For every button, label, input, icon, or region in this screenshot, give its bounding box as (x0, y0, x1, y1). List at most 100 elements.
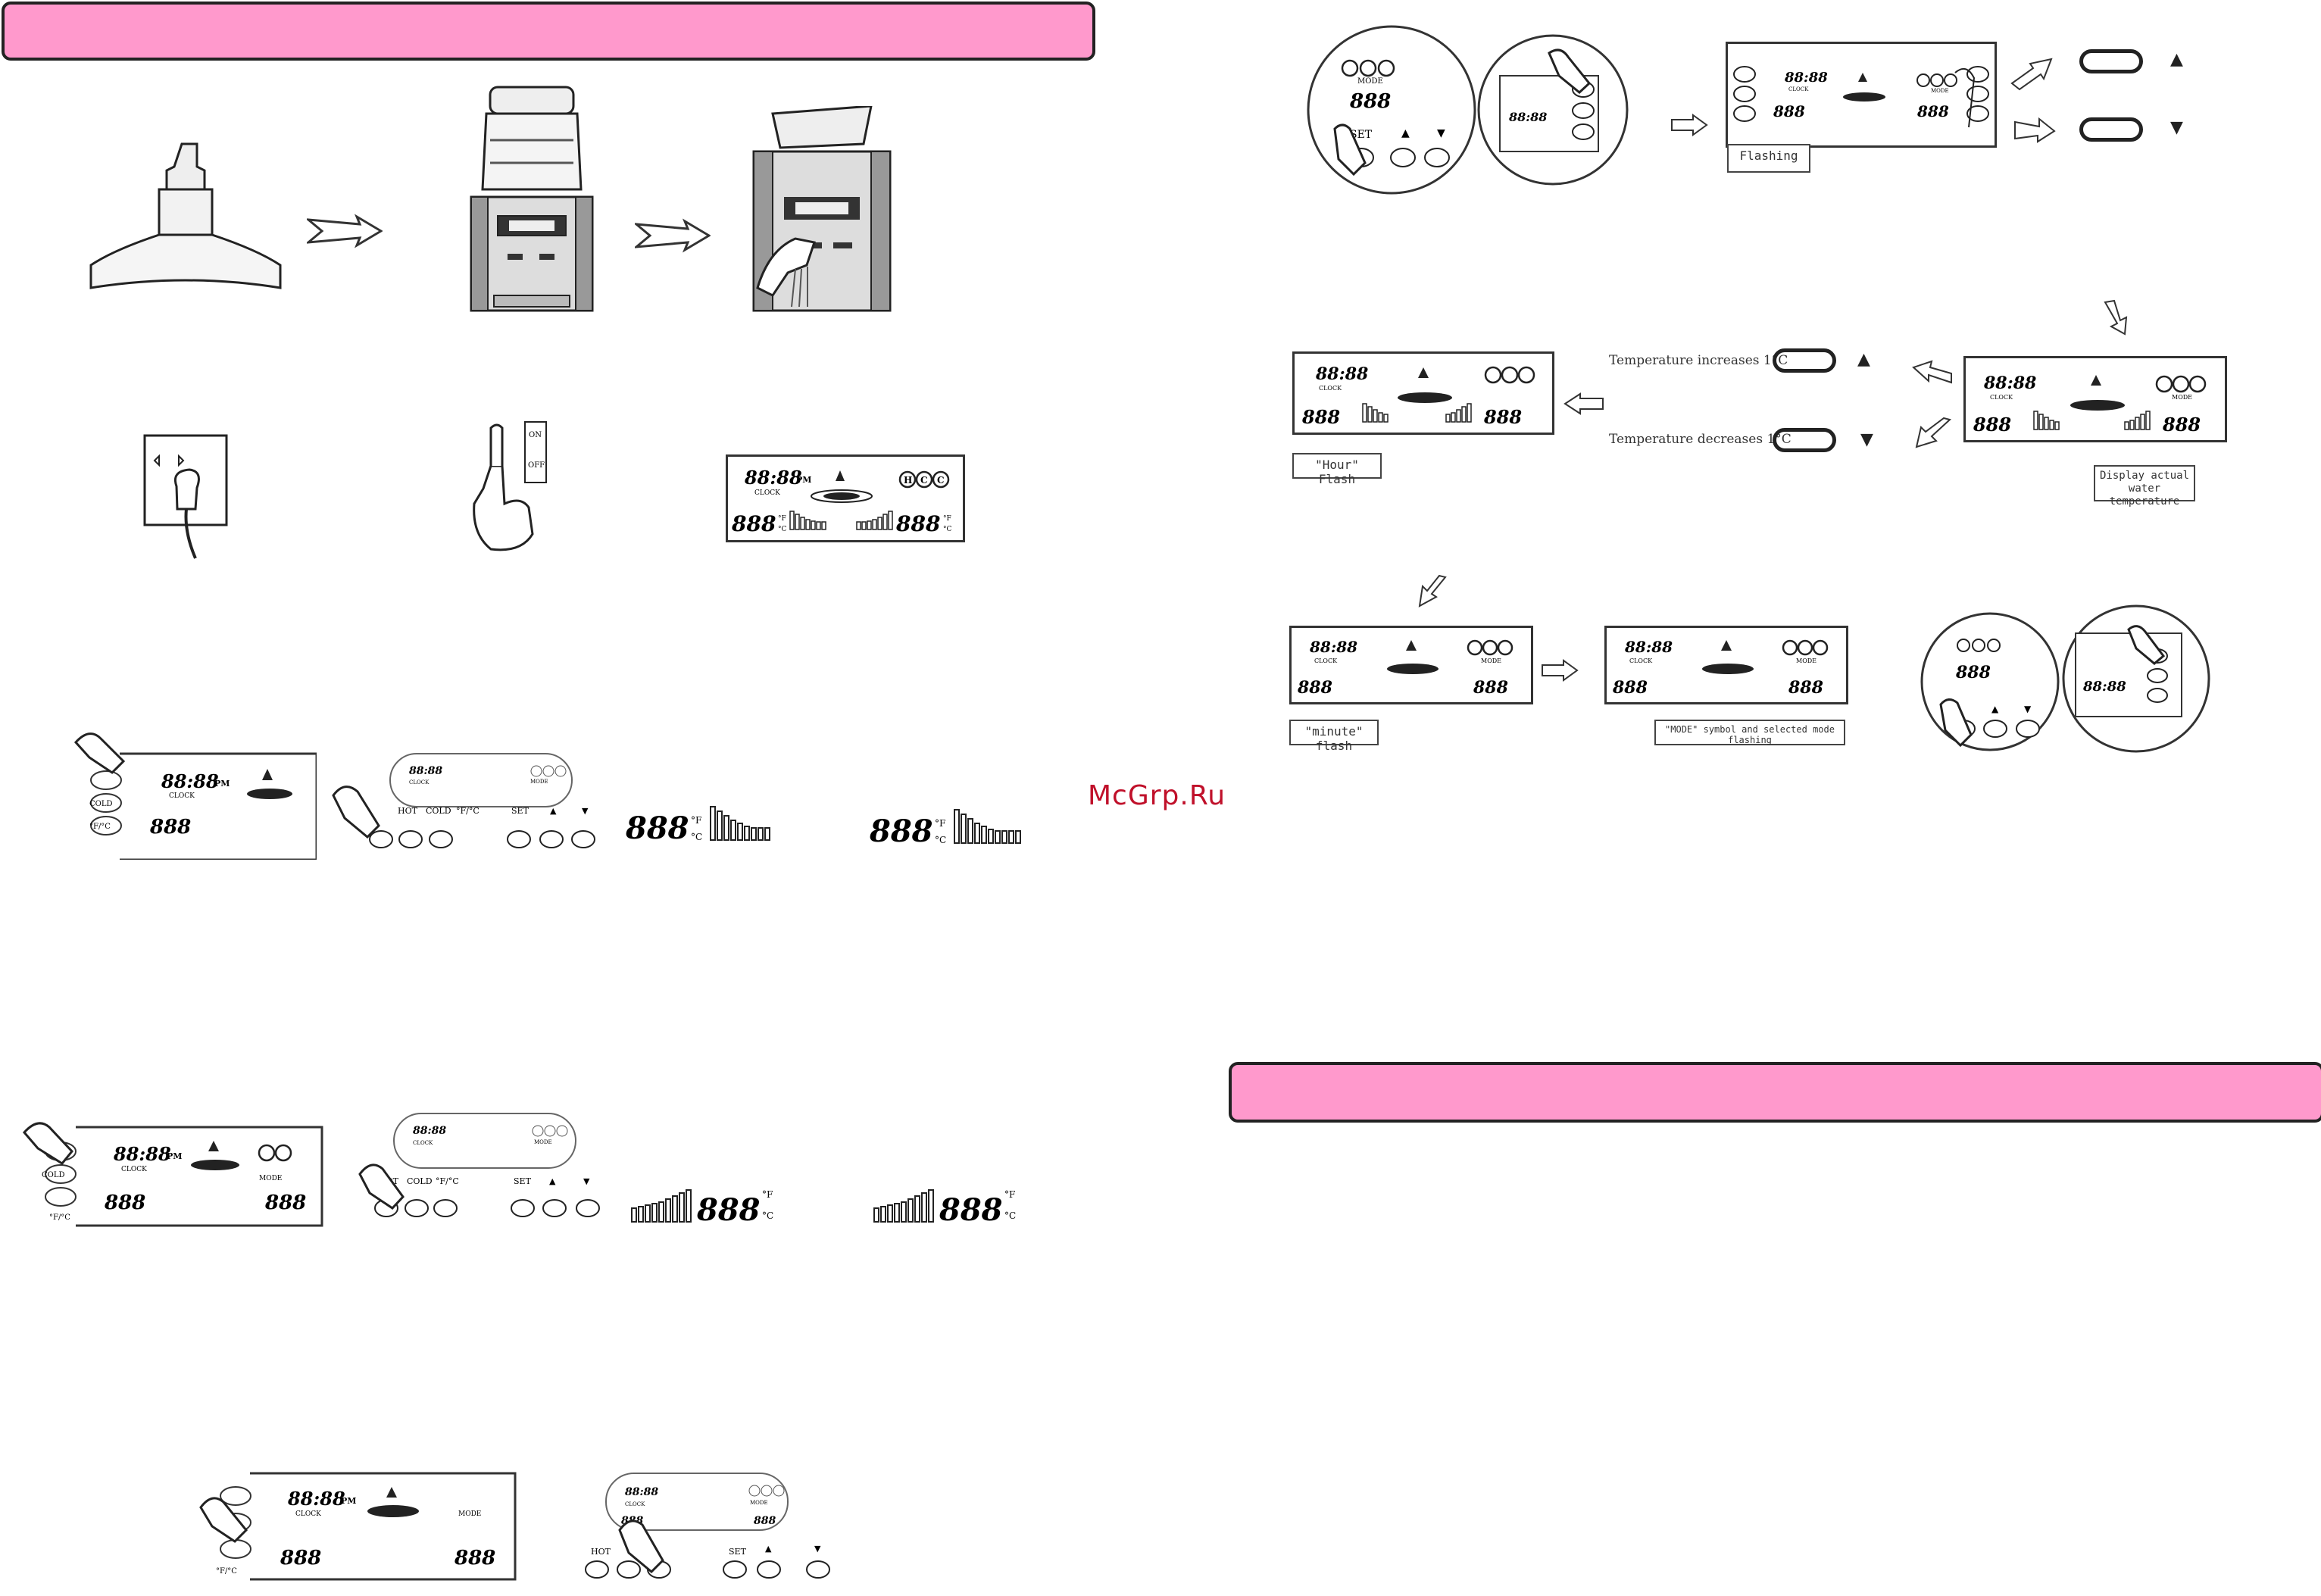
panel-up-label: ▲ (550, 806, 557, 816)
lcd-digits: 888 (1955, 663, 1991, 682)
lcd-mode-c2-icon: C (937, 475, 945, 486)
lcd-digits-left: 888 (1773, 102, 1805, 120)
lcd-unit-c: °C (935, 835, 946, 845)
hollow-arrow-left-icon (1912, 360, 1952, 384)
switch-on-label: ON (529, 431, 542, 439)
panel-cold-label: COLD (426, 806, 451, 816)
bottle-neck-illustration (89, 142, 282, 289)
panel-hot-label: HOT (591, 1547, 611, 1557)
hollow-arrow-right-icon (1542, 659, 1579, 682)
mode-flashing-label: "MODE" symbol and selected mode flashing (1654, 720, 1845, 745)
lcd-clock-label: CLOCK (409, 779, 430, 786)
hour-flash-label: "Hour" Flash (1292, 453, 1382, 486)
lcd-mode-label: MODE (534, 1139, 552, 1145)
temp-decrease-caption: Temperature decreases 1°C (1609, 432, 1792, 447)
lcd-unit-c: °C (691, 832, 702, 842)
panel-up-label: ▲ (1991, 704, 1999, 714)
flashing-label: Flashing (1727, 144, 1810, 173)
display-actual-temp-label: Display actual water temperature (2094, 465, 2195, 508)
panel-unit-label: °F/°C (89, 823, 111, 831)
lcd-panel-actual-temp: 88:88 CLOCK 888 888 MODE (1963, 356, 2227, 442)
panel-unit-label: °F/°C (216, 1567, 237, 1576)
lcd-unit-c: °C (762, 1210, 773, 1221)
lcd-mode-label: MODE (1357, 77, 1383, 86)
panel-up-label: ▲ (1401, 127, 1410, 139)
lcd-temp-bars-display: 888 °F °C (870, 809, 1021, 849)
lcd-clock: 88:88 (287, 1488, 345, 1510)
hollow-arrow-left-icon (1563, 392, 1604, 415)
set-button-zoom-circle: 888 ▲ ▼ (1920, 612, 2060, 751)
lcd-clock: 88:88 (1309, 638, 1357, 656)
panel-down-label: ▼ (583, 1176, 590, 1186)
lcd-pm: PM (214, 779, 230, 789)
lcd-clock: 88:88 (2082, 679, 2126, 695)
lcd-clock-label: CLOCK (169, 792, 195, 800)
lcd-mode-label: MODE (750, 1500, 768, 1506)
lcd-panel-minute-flash: 88:88 CLOCK 888 888 MODE (1289, 626, 1533, 704)
lcd-clock: 88:88 (1624, 638, 1673, 656)
power-socket-illustration (143, 434, 228, 559)
minute-flash-label: "minute" flash (1289, 720, 1379, 753)
hollow-arrow-right-icon (2014, 117, 2056, 143)
water-dispenser-illustration (470, 86, 594, 312)
panel-down-label: ▼ (1437, 127, 1445, 139)
lcd-clock-label: CLOCK (1990, 394, 2013, 401)
lcd-unit-f: °F (691, 815, 701, 826)
lcd-unit-f-right: °F (943, 515, 951, 523)
lcd-digits: 888 (1349, 90, 1391, 113)
hollow-arrow-right-icon (1671, 114, 1708, 136)
lcd-digits-left: 888 (104, 1192, 145, 1214)
panel-cold-label: COLD (42, 1171, 65, 1179)
down-triangle-icon: ▼ (1860, 430, 1873, 449)
hollow-arrow-downleft-icon (1915, 417, 1952, 448)
panel-cold-label: COLD (89, 800, 113, 808)
lcd-clock-label: CLOCK (121, 1166, 147, 1173)
up-button-outline (1773, 348, 1836, 373)
lcd-clock: 88:88 (1784, 70, 1828, 86)
control-panel-hot-press-2: HOT COLD °F/°C 88:88 PM CLOCK 888 888 MO… (23, 1122, 323, 1227)
panel-set-label: SET (511, 806, 529, 816)
panel-set-label: SET (729, 1547, 747, 1557)
lcd-display-panel: 88:88 PM CLOCK H C C 888 °F °C 888 °F °C (726, 454, 965, 542)
panel-set-label: SET (514, 1176, 532, 1186)
panel-down-label: ▼ (582, 806, 589, 816)
lcd-clock: 88:88 (1508, 110, 1547, 124)
control-panel-oval-unit-press: 88:88 CLOCK 888 888 MODE HOT SET ▲ ▼ (585, 1473, 830, 1579)
lcd-mode-label: MODE (1481, 657, 1501, 664)
lcd-digits-right: 888 (454, 1547, 495, 1569)
lcd-mode-h-icon: H (904, 475, 912, 486)
lcd-digits-left: 888 (1973, 414, 2011, 436)
lcd-clock-label: CLOCK (625, 1501, 645, 1507)
lcd-mode-label: MODE (530, 779, 548, 785)
panel-unit-label: °F/°C (456, 806, 480, 816)
lcd-panel-hour-flash: 88:88 CLOCK 888 888 (1292, 351, 1554, 435)
down-triangle-icon: ▼ (2170, 118, 2183, 137)
lcd-digits-left: 888 (1301, 406, 1340, 428)
lcd-clock-label: CLOCK (1788, 86, 1809, 92)
lcd-digits-left: 888 (1612, 678, 1648, 698)
control-panel-cold-press: COLD °F/°C 88:88 PM CLOCK 888 888 MODE (199, 1472, 517, 1581)
lcd-clock: 88:88 (1315, 364, 1368, 384)
panel-up-label: ▲ (549, 1176, 556, 1186)
lcd-digits-left: 888 (1297, 678, 1332, 698)
panel-down-label: ▼ (2024, 704, 2032, 714)
lcd-mode-label: MODE (259, 1175, 282, 1182)
lcd-clock: 88:88 (409, 765, 442, 777)
lcd-clock: 88:88 (161, 770, 219, 792)
side-buttons-zoom-circle: 88:88 (1477, 34, 1629, 186)
down-button-outline (1773, 428, 1836, 452)
lcd-clock-label: CLOCK (413, 1140, 433, 1146)
lcd-digits-right: 888 (895, 511, 940, 536)
switch-off-label: OFF (528, 461, 545, 470)
lcd-digits-left: 888 (280, 1547, 321, 1569)
panel-cold-label: COLD (407, 1176, 433, 1186)
set-button-zoom-circle: MODE 888 SET ▲ ▼ (1307, 25, 1476, 195)
lcd-panel-with-side-buttons: 88:88 CLOCK 888 888 MODE (1726, 42, 1997, 148)
lcd-unit-f: °F (935, 818, 945, 829)
lcd-clock-label: CLOCK (295, 1510, 321, 1518)
up-triangle-icon: ▲ (1857, 350, 1870, 369)
lcd-clock-label: CLOCK (1319, 385, 1342, 392)
water-dispenser-dispensing-illustration (752, 106, 892, 312)
up-button-outline (2079, 49, 2143, 73)
lcd-digits: 888 (870, 814, 933, 849)
